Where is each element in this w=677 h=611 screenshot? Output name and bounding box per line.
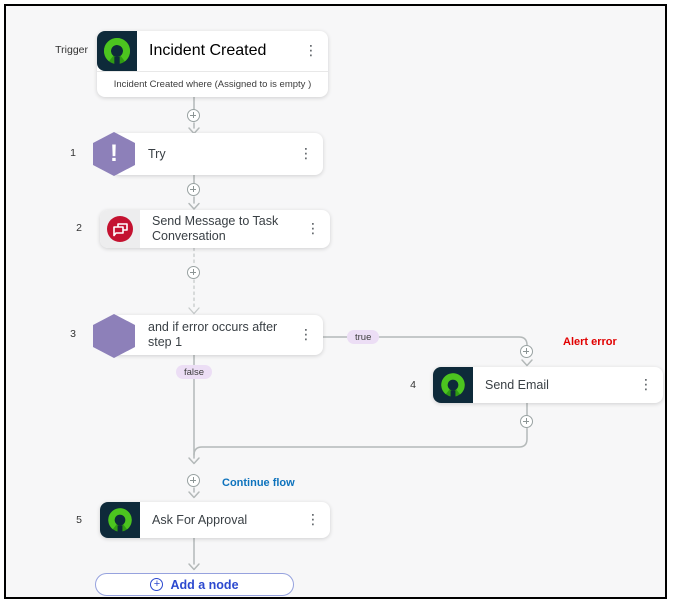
step-number: 4 (410, 379, 416, 391)
trigger-condition: Incident Created where (Assigned to is e… (113, 79, 312, 90)
servicenow-logo-icon (433, 367, 473, 403)
kebab-menu-icon[interactable]: ⋮ (299, 327, 313, 343)
kebab-menu-icon[interactable]: ⋮ (306, 512, 320, 528)
kebab-menu-icon[interactable]: ⋮ (639, 377, 653, 393)
connector-plus-icon[interactable] (187, 183, 200, 196)
step-node-ask-for-approval[interactable]: Ask For Approval ⋮ (100, 502, 330, 538)
connector-merge-from-step4 (193, 427, 528, 456)
trigger-section-label: Trigger (55, 44, 88, 56)
step-number: 5 (76, 514, 82, 526)
step-title: and if error occurs after step 1 (148, 320, 278, 349)
step-node-try[interactable]: Try ⋮ (112, 133, 323, 175)
servicenow-logo-icon (97, 31, 137, 71)
continue-flow-annotation: Continue flow (222, 477, 295, 489)
arrow-into-step5 (188, 487, 200, 499)
arrow-into-step2 (188, 196, 200, 210)
trigger-title: Incident Created (149, 42, 267, 59)
add-node-plus-icon: + (150, 578, 164, 591)
branch-label-true: true (347, 330, 380, 345)
condition-hexagon-icon (93, 314, 135, 358)
servicenow-logo-icon (100, 502, 140, 538)
step-node-if-error[interactable]: and if error occurs after step 1 ⋮ (112, 315, 323, 355)
step-number: 1 (70, 147, 76, 159)
connector-plus-icon[interactable] (187, 266, 200, 279)
arrow-into-step3 (188, 307, 200, 315)
step-title: Try (148, 146, 166, 161)
connector-step5-to-add-node (188, 537, 200, 571)
canvas-frame (4, 4, 667, 599)
arrow-into-step1 (188, 122, 200, 135)
arrow-into-step4 (521, 359, 533, 367)
step-number: 3 (70, 328, 76, 340)
kebab-menu-icon[interactable]: ⋮ (299, 146, 313, 162)
step-node-send-email[interactable]: Send Email ⋮ (433, 367, 663, 403)
connector-plus-icon[interactable] (520, 345, 533, 358)
connector-plus-icon[interactable] (520, 415, 533, 428)
step-title: Send Email (485, 377, 549, 392)
kebab-menu-icon[interactable]: ⋮ (306, 221, 320, 237)
chat-bubbles-icon (100, 210, 140, 248)
trigger-node-incident-created[interactable]: Incident Created ⋮ Incident Created wher… (97, 31, 328, 97)
add-a-node-button[interactable]: + Add a node (95, 573, 294, 596)
step-number: 2 (76, 222, 82, 234)
connector-plus-icon[interactable] (187, 109, 200, 122)
connector-plus-icon[interactable] (187, 474, 200, 487)
alert-error-annotation: Alert error (563, 336, 617, 348)
step-title: Ask For Approval (152, 512, 248, 527)
add-node-label: Add a node (170, 577, 239, 592)
connector-true-branch (322, 336, 528, 346)
branch-label-false: false (176, 365, 213, 380)
step-title: Send Message to Task Conversation (152, 214, 279, 243)
kebab-menu-icon[interactable]: ⋮ (304, 43, 318, 59)
step-node-send-message[interactable]: Send Message to Task Conversation ⋮ (100, 210, 330, 248)
